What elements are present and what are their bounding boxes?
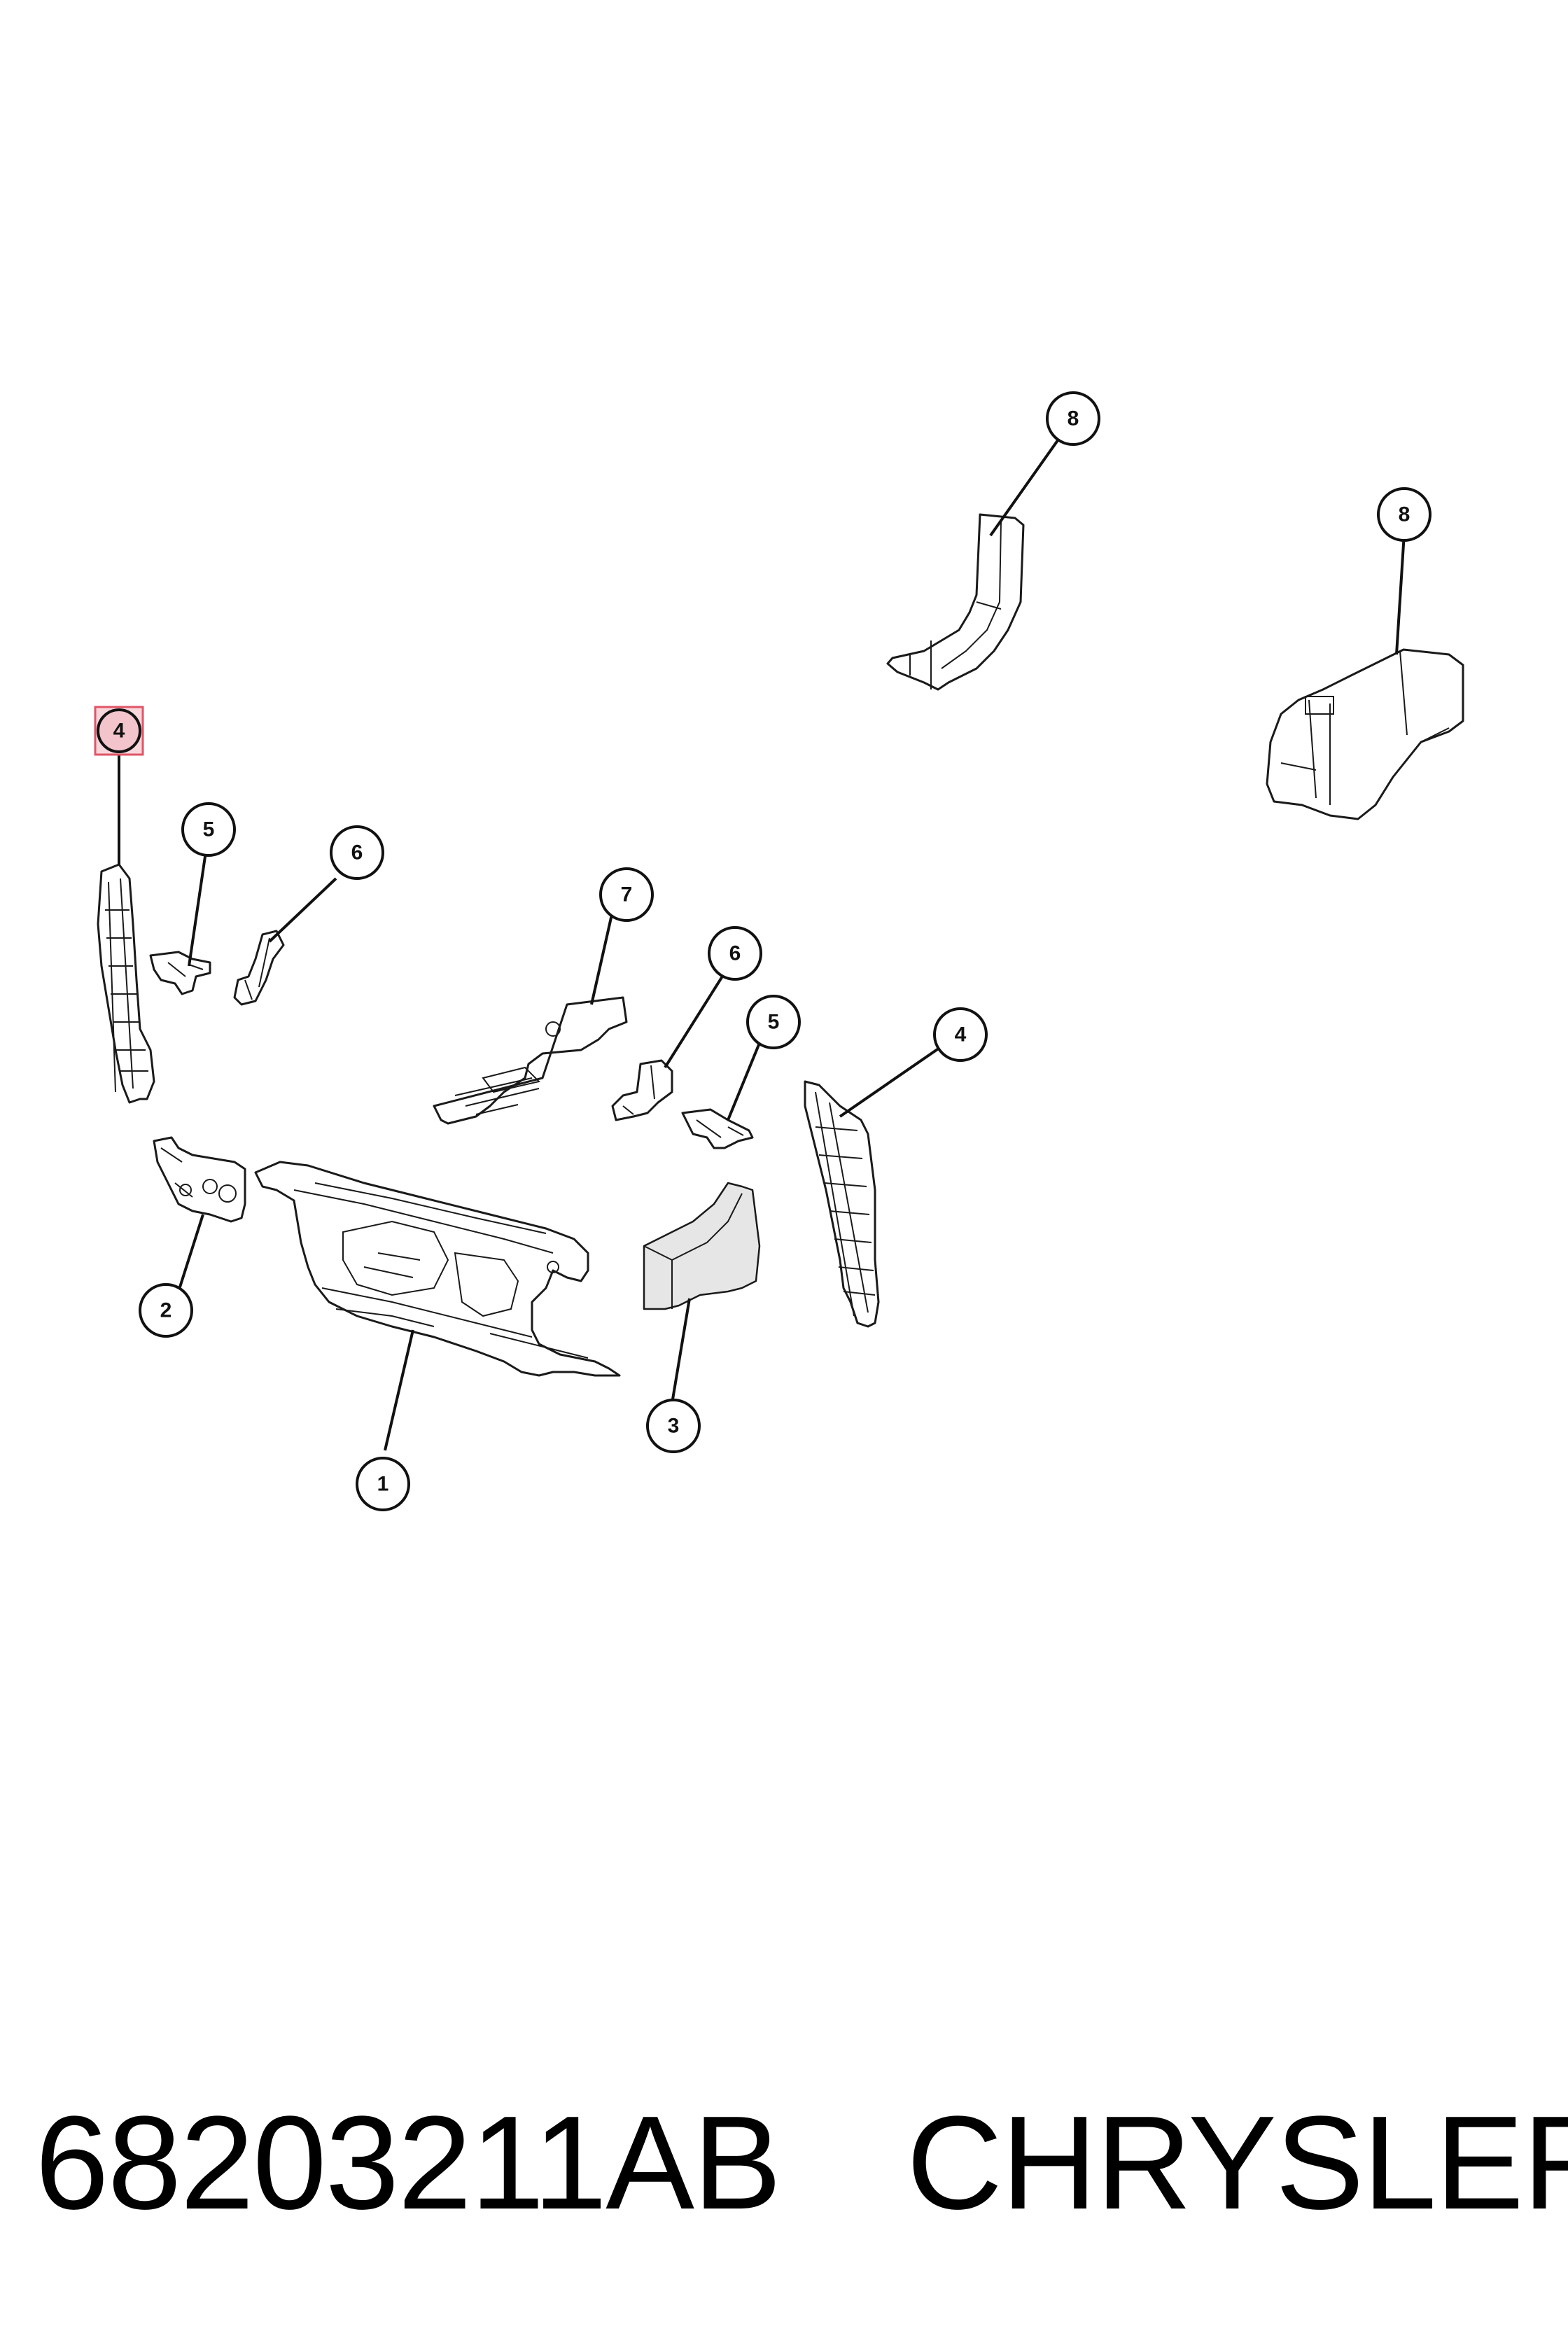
callout-6-center[interactable]: 6: [708, 926, 762, 981]
callout-label: 2: [160, 1299, 172, 1322]
callout-label: 4: [113, 720, 125, 743]
part-2-bracket: [153, 1136, 246, 1223]
part-6-center-clip: [611, 1059, 673, 1121]
part-8-seal-right: [1266, 648, 1464, 820]
part-5-center-bracket: [681, 1108, 754, 1149]
callout-label: 3: [668, 1415, 680, 1438]
callout-label: 6: [729, 942, 741, 965]
part-4-right-duct: [804, 1080, 880, 1328]
callout-label: 6: [351, 841, 363, 864]
callout-8-top[interactable]: 8: [1046, 391, 1100, 446]
callout-1[interactable]: 1: [356, 1457, 410, 1511]
brand-name: CHRYSLER: [906, 2089, 1568, 2237]
part-6-left-clip: [233, 930, 285, 1006]
callout-4-right[interactable]: 4: [933, 1007, 988, 1062]
callout-label: 7: [621, 883, 633, 906]
callout-5-left[interactable]: 5: [181, 802, 236, 857]
callout-3[interactable]: 3: [646, 1399, 701, 1453]
part-5-left-bracket: [149, 951, 211, 995]
leader-lines: [118, 417, 1406, 1451]
callout-label: 5: [203, 818, 215, 841]
callout-4-left-highlighted[interactable]: 4: [94, 706, 144, 756]
callout-6-left[interactable]: 6: [330, 825, 384, 880]
callout-label: 5: [768, 1011, 780, 1034]
callout-label: 1: [377, 1473, 389, 1496]
part-number: 68203211AB: [35, 2089, 782, 2237]
part-7-plate: [433, 996, 628, 1125]
part-3-block: [643, 1182, 761, 1310]
callout-label: 8: [1399, 503, 1410, 526]
callout-7[interactable]: 7: [599, 867, 654, 922]
footer-caption: 68203211AB CHRYSLER: [35, 2089, 1568, 2237]
callout-2[interactable]: 2: [139, 1283, 193, 1338]
callout-label: 4: [955, 1023, 967, 1046]
part-1-radiator-support: [254, 1161, 621, 1377]
part-8-seal-left: [886, 513, 1025, 691]
callout-8-right[interactable]: 8: [1377, 487, 1432, 542]
callout-label: 8: [1068, 407, 1079, 430]
callout-5-center[interactable]: 5: [746, 995, 801, 1049]
part-4-left-duct: [97, 863, 155, 1104]
